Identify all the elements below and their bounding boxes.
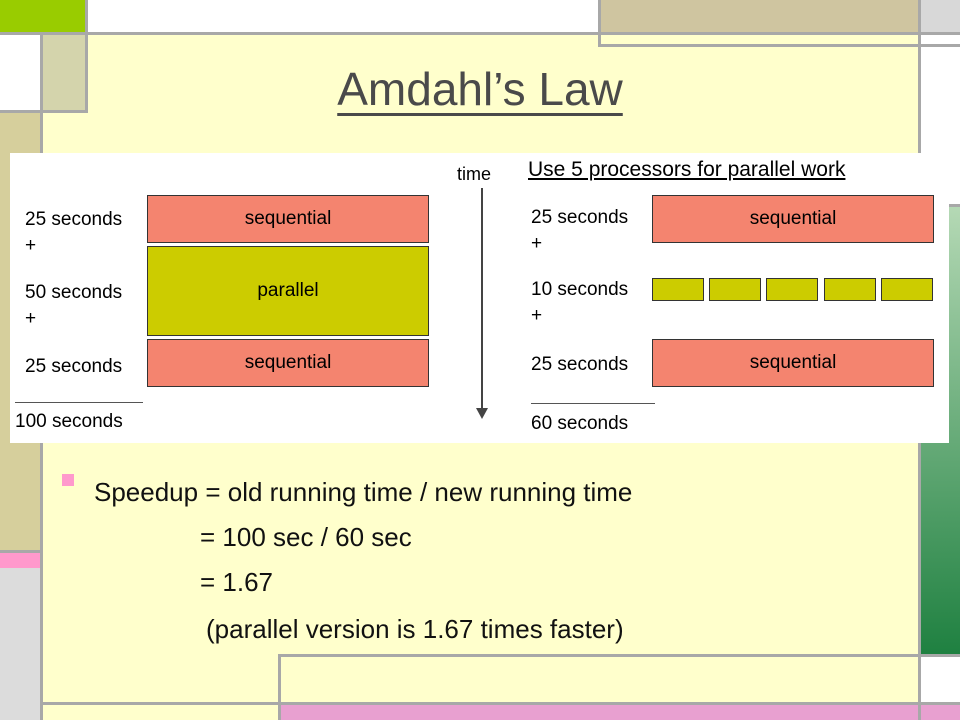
right-row2-label: 10 seconds: [531, 279, 629, 300]
right-row1-plus: +: [531, 233, 543, 254]
left-total-line: [15, 402, 143, 403]
frame-line: [85, 0, 88, 110]
speedup-note-line: (parallel version is 1.67 times faster): [206, 614, 624, 644]
right-total-line: [531, 403, 655, 404]
frame-line: [43, 702, 960, 705]
right-sequential-block-1: sequential: [652, 195, 934, 243]
frame-line: [278, 654, 960, 657]
deco-green-top-left: [0, 0, 85, 32]
parallel-block: [709, 278, 761, 301]
right-row3-label: 25 seconds: [531, 354, 629, 375]
deco-gray-left: [43, 32, 85, 110]
left-row2-label: 50 seconds: [25, 282, 123, 303]
right-row1-label: 25 seconds: [531, 207, 629, 228]
left-row2-plus: +: [25, 308, 37, 329]
speedup-calc-line: = 100 sec / 60 sec: [200, 522, 412, 552]
frame-line: [598, 44, 960, 47]
bullet-marker: [62, 474, 74, 486]
deco-gray-bottom-left: [0, 568, 43, 720]
deco-tan-top: [600, 0, 920, 32]
right-total-label: 60 seconds: [531, 413, 629, 434]
slide-title: Amdahl’s Law: [337, 63, 623, 115]
left-parallel-block: parallel: [147, 246, 429, 336]
time-arrow: [476, 188, 488, 419]
deco-pink-left: [0, 552, 43, 568]
right-row2-plus: +: [531, 305, 543, 326]
left-row1-plus: +: [25, 235, 37, 256]
parallel-block: [766, 278, 818, 301]
amdahl-diagram: 25 seconds + sequential 50 seconds + par…: [10, 153, 949, 443]
frame-line: [0, 550, 43, 553]
left-sequential-block-2: sequential: [147, 339, 429, 387]
deco-pink-bottom: [280, 704, 960, 720]
frame-line: [0, 32, 960, 35]
time-label: time: [457, 164, 492, 184]
parallel-block: [881, 278, 933, 301]
right-sequential-block-2: sequential: [652, 339, 934, 387]
left-total-label: 100 seconds: [15, 411, 123, 432]
left-row3-label: 25 seconds: [25, 356, 123, 377]
frame-line: [0, 110, 88, 113]
right-heading: Use 5 processors for parallel work: [528, 158, 846, 181]
speedup-line: Speedup = old running time / new running…: [94, 477, 633, 507]
left-row1-label: 25 seconds: [25, 209, 123, 230]
parallel-block: [652, 278, 704, 301]
frame-line: [598, 0, 601, 46]
deco-gray-top-right: [920, 0, 960, 32]
left-sequential-block-1: sequential: [147, 195, 429, 243]
frame-line: [278, 654, 281, 720]
deco-tan-bottom-left: [43, 704, 280, 720]
speedup-result-line: = 1.67: [200, 567, 274, 597]
parallel-block: [824, 278, 876, 301]
